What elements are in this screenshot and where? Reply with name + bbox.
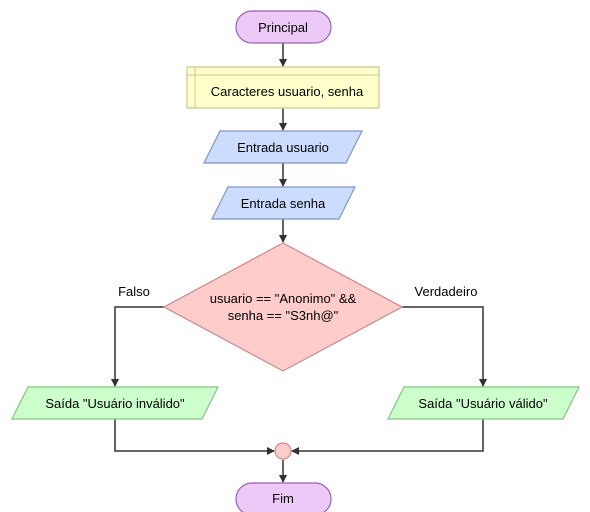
decision-condition-line1: usuario == "Anonimo" && <box>210 291 357 306</box>
true-branch-label: Verdadeiro <box>415 284 478 299</box>
input-usuario-node[interactable]: Entrada usuario <box>203 130 363 164</box>
end-label: Fim <box>272 491 294 506</box>
false-branch-label: Falso <box>118 284 150 299</box>
connector-lines <box>111 43 487 483</box>
output-invalid-label: Saída "Usuário inválido" <box>45 396 185 411</box>
output-valid-node[interactable]: Saída "Usuário válido" <box>387 386 580 420</box>
arrow-decision-true-branch <box>402 306 487 387</box>
decision-shape <box>162 242 404 372</box>
arrow-decision-false-branch <box>111 306 164 387</box>
output-valid-label: Saída "Usuário válido" <box>418 396 548 411</box>
start-label: Principal <box>258 20 308 35</box>
input-senha-node[interactable]: Entrada senha <box>211 186 356 220</box>
merge-connector[interactable] <box>274 442 292 460</box>
output-invalid-shape <box>11 386 219 420</box>
declare-node[interactable]: Caracteres usuario, senha <box>186 66 380 109</box>
input-usuario-label: Entrada usuario <box>237 140 329 155</box>
arrow-valid-to-merge <box>291 419 484 455</box>
input-senha-shape <box>211 186 356 220</box>
start-terminal-shape <box>235 10 332 44</box>
input-senha-label: Entrada senha <box>241 196 326 211</box>
end-terminal-shape <box>235 482 332 512</box>
declare-shape <box>186 66 380 109</box>
decision-node[interactable]: usuario == "Anonimo" && senha == "S3nh@" <box>162 242 404 372</box>
declare-label: Caracteres usuario, senha <box>211 84 364 99</box>
output-invalid-node[interactable]: Saída "Usuário inválido" <box>11 386 219 420</box>
decision-condition-line2: senha == "S3nh@" <box>228 308 339 323</box>
input-usuario-shape <box>203 130 363 164</box>
end-node[interactable]: Fim <box>235 482 332 512</box>
arrow-invalid-to-merge <box>114 419 275 455</box>
output-valid-shape <box>387 386 580 420</box>
start-node[interactable]: Principal <box>235 10 332 44</box>
